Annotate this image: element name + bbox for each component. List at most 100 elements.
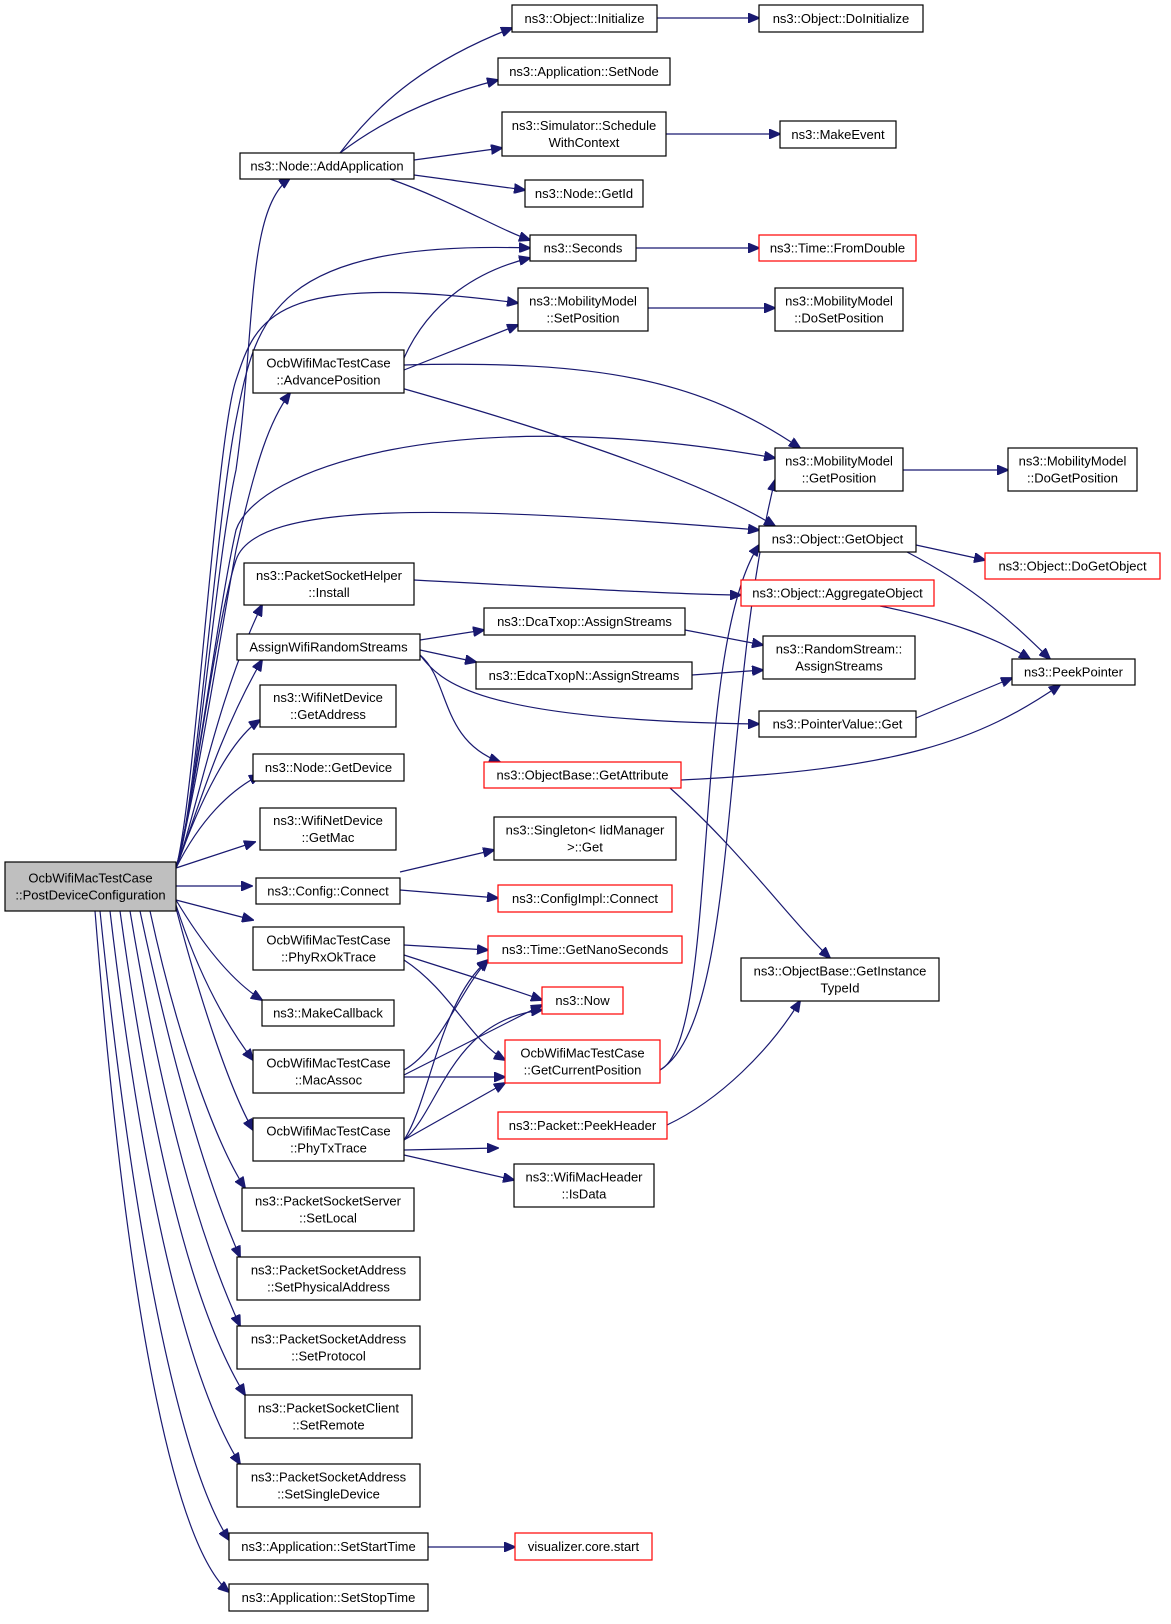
node-psa-setphys[interactable]: ns3::PacketSocketAddress::SetPhysicalAdd… [236, 1256, 421, 1301]
node-viz-start[interactable]: visualizer.core.start [514, 1532, 653, 1561]
node-app-setstart[interactable]: ns3::Application::SetStartTime [228, 1532, 429, 1561]
call-edge-0 [175, 178, 290, 869]
call-edge-34 [403, 363, 800, 448]
node-box [236, 1325, 421, 1370]
node-label: ::Install [308, 585, 349, 600]
node-label: ::IsData [562, 1187, 608, 1202]
node-label: TypeId [820, 981, 859, 996]
node-label: ns3::Singleton< IidManager [506, 823, 665, 838]
node-pkt-peekhdr[interactable]: ns3::Packet::PeekHeader [497, 1111, 668, 1140]
node-mm-dogetpos[interactable]: ns3::MobilityModel::DoGetPosition [1007, 447, 1138, 492]
node-box [261, 999, 395, 1027]
node-dca-assign[interactable]: ns3::DcaTxop::AssignStreams [483, 607, 686, 636]
node-obj-doinit[interactable]: ns3::Object::DoInitialize [758, 4, 924, 33]
node-node-getid[interactable]: ns3::Node::GetId [524, 179, 644, 208]
node-node-addapp[interactable]: ns3::Node::AddApplication [239, 152, 415, 180]
node-seconds[interactable]: ns3::Seconds [529, 234, 637, 262]
node-box [774, 447, 904, 492]
node-label: ns3::PacketSocketAddress [251, 1470, 407, 1485]
node-label: ns3::Node::GetId [535, 186, 633, 201]
node-app-setnode[interactable]: ns3::Application::SetNode [497, 57, 671, 86]
node-label: ns3::ObjectBase::GetInstance [754, 964, 927, 979]
node-label: ns3::Application::SetStartTime [241, 1539, 415, 1554]
node-box [774, 287, 904, 332]
node-psa-setsingle[interactable]: ns3::PacketSocketAddress::SetSingleDevic… [236, 1463, 421, 1508]
node-obj-getobj[interactable]: ns3::Object::GetObject [758, 525, 917, 553]
node-mm-getpos[interactable]: ns3::MobilityModel::GetPosition [774, 447, 904, 492]
node-label: ns3::MobilityModel [529, 294, 637, 309]
node-node-getdev[interactable]: ns3::Node::GetDevice [252, 753, 405, 782]
node-assign-rs[interactable]: AssignWifiRandomStreams [236, 633, 421, 661]
call-edge-9 [175, 775, 260, 869]
node-box [501, 111, 667, 157]
node-cfg-connect[interactable]: ns3::Config::Connect [255, 877, 401, 905]
node-phytx[interactable]: OcbWifiMacTestCase::PhyTxTrace [252, 1117, 405, 1162]
node-label: ns3::MakeCallback [273, 1006, 383, 1021]
node-time-fromdouble[interactable]: ns3::Time::FromDouble [758, 234, 917, 262]
node-ptrval-get[interactable]: ns3::PointerValue::Get [758, 710, 917, 738]
node-label: ns3::PeekPointer [1024, 665, 1124, 680]
node-label: ns3::Object::DoInitialize [773, 11, 910, 26]
node-label: ::DoSetPosition [794, 311, 884, 326]
node-label: AssignStreams [795, 659, 883, 674]
call-edge-49 [669, 787, 830, 958]
node-label: OcbWifiMacTestCase [266, 933, 390, 948]
node-wnd-getmac[interactable]: ns3::WifiNetDevice::GetMac [259, 807, 397, 851]
node-label: ns3::Config::Connect [267, 884, 389, 899]
node-label: ::MacAssoc [295, 1073, 363, 1088]
node-label: ns3::MakeEvent [791, 127, 885, 142]
node-label: WithContext [549, 135, 620, 150]
node-cfgimpl-connect[interactable]: ns3::ConfigImpl::Connect [497, 884, 673, 913]
call-edge-12 [175, 899, 253, 920]
node-now[interactable]: ns3::Now [541, 986, 624, 1015]
call-edge-5 [175, 511, 759, 869]
node-obj-init[interactable]: ns3::Object::Initialize [511, 4, 658, 33]
node-box [758, 710, 917, 738]
call-edge-62 [403, 1154, 514, 1180]
node-app-setstop[interactable]: ns3::Application::SetStopTime [228, 1583, 429, 1612]
node-rs-assign[interactable]: ns3::RandomStream::AssignStreams [762, 635, 916, 680]
node-singleton-get[interactable]: ns3::Singleton< IidManager >::Get [493, 816, 677, 861]
node-psh-install[interactable]: ns3::PacketSocketHelper::Install [243, 562, 415, 606]
node-makecb[interactable]: ns3::MakeCallback [261, 999, 395, 1027]
node-getcurpos[interactable]: OcbWifiMacTestCase::GetCurrentPosition [504, 1039, 661, 1084]
node-advpos[interactable]: OcbWifiMacTestCase::AdvancePosition [252, 349, 405, 394]
call-edge-20 [109, 910, 240, 1464]
node-pss-setlocal[interactable]: ns3::PacketSocketServer::SetLocal [241, 1187, 415, 1232]
call-edge-19 [119, 910, 245, 1395]
node-label: OcbWifiMacTestCase [520, 1046, 644, 1061]
node-psc-setremote[interactable]: ns3::PacketSocketClient::SetRemote [244, 1394, 413, 1439]
node-label: ns3::WifiNetDevice [273, 813, 383, 828]
node-phyrxok[interactable]: OcbWifiMacTestCase::PhyRxOkTrace [252, 926, 405, 971]
node-label: ::PostDeviceConfiguration [15, 888, 165, 903]
node-macassoc[interactable]: OcbWifiMacTestCase::MacAssoc [252, 1049, 405, 1094]
node-root[interactable]: OcbWifiMacTestCase::PostDeviceConfigurat… [4, 861, 177, 912]
node-wnd-getaddr[interactable]: ns3::WifiNetDevice::GetAddress [259, 684, 397, 728]
node-mm-dosetpos[interactable]: ns3::MobilityModel::DoSetPosition [774, 287, 904, 332]
node-ob-getattr[interactable]: ns3::ObjectBase::GetAttribute [483, 761, 682, 789]
node-box [228, 1583, 429, 1612]
node-box [259, 684, 397, 728]
node-label: ns3::ObjectBase::GetAttribute [497, 768, 669, 783]
node-box [252, 926, 405, 971]
node-edca-assign[interactable]: ns3::EdcaTxopN::AssignStreams [475, 661, 693, 690]
node-obj-dogetobj[interactable]: ns3::Object::DoGetObject [984, 552, 1161, 580]
node-obj-aggr[interactable]: ns3::Object::AggregateObject [740, 579, 935, 607]
node-box [740, 579, 935, 607]
node-psa-setproto[interactable]: ns3::PacketSocketAddress::SetProtocol [236, 1325, 421, 1370]
node-label: ::GetAddress [290, 707, 366, 722]
node-mm-setpos[interactable]: ns3::MobilityModel::SetPosition [517, 287, 649, 332]
node-label: ns3::Time::GetNanoSeconds [502, 942, 669, 957]
node-label: ::DoGetPosition [1027, 471, 1118, 486]
call-edge-46 [691, 670, 763, 675]
node-box [493, 816, 677, 861]
node-peekptr[interactable]: ns3::PeekPointer [1011, 658, 1136, 686]
node-time-getns[interactable]: ns3::Time::GetNanoSeconds [487, 935, 683, 964]
node-label: ns3::Time::FromDouble [770, 241, 905, 256]
node-makeevent[interactable]: ns3::MakeEvent [779, 120, 897, 149]
node-label: ns3::Object::AggregateObject [752, 586, 923, 601]
node-wmh-isdata[interactable]: ns3::WifiMacHeader::IsData [513, 1163, 655, 1208]
node-box [236, 1463, 421, 1508]
